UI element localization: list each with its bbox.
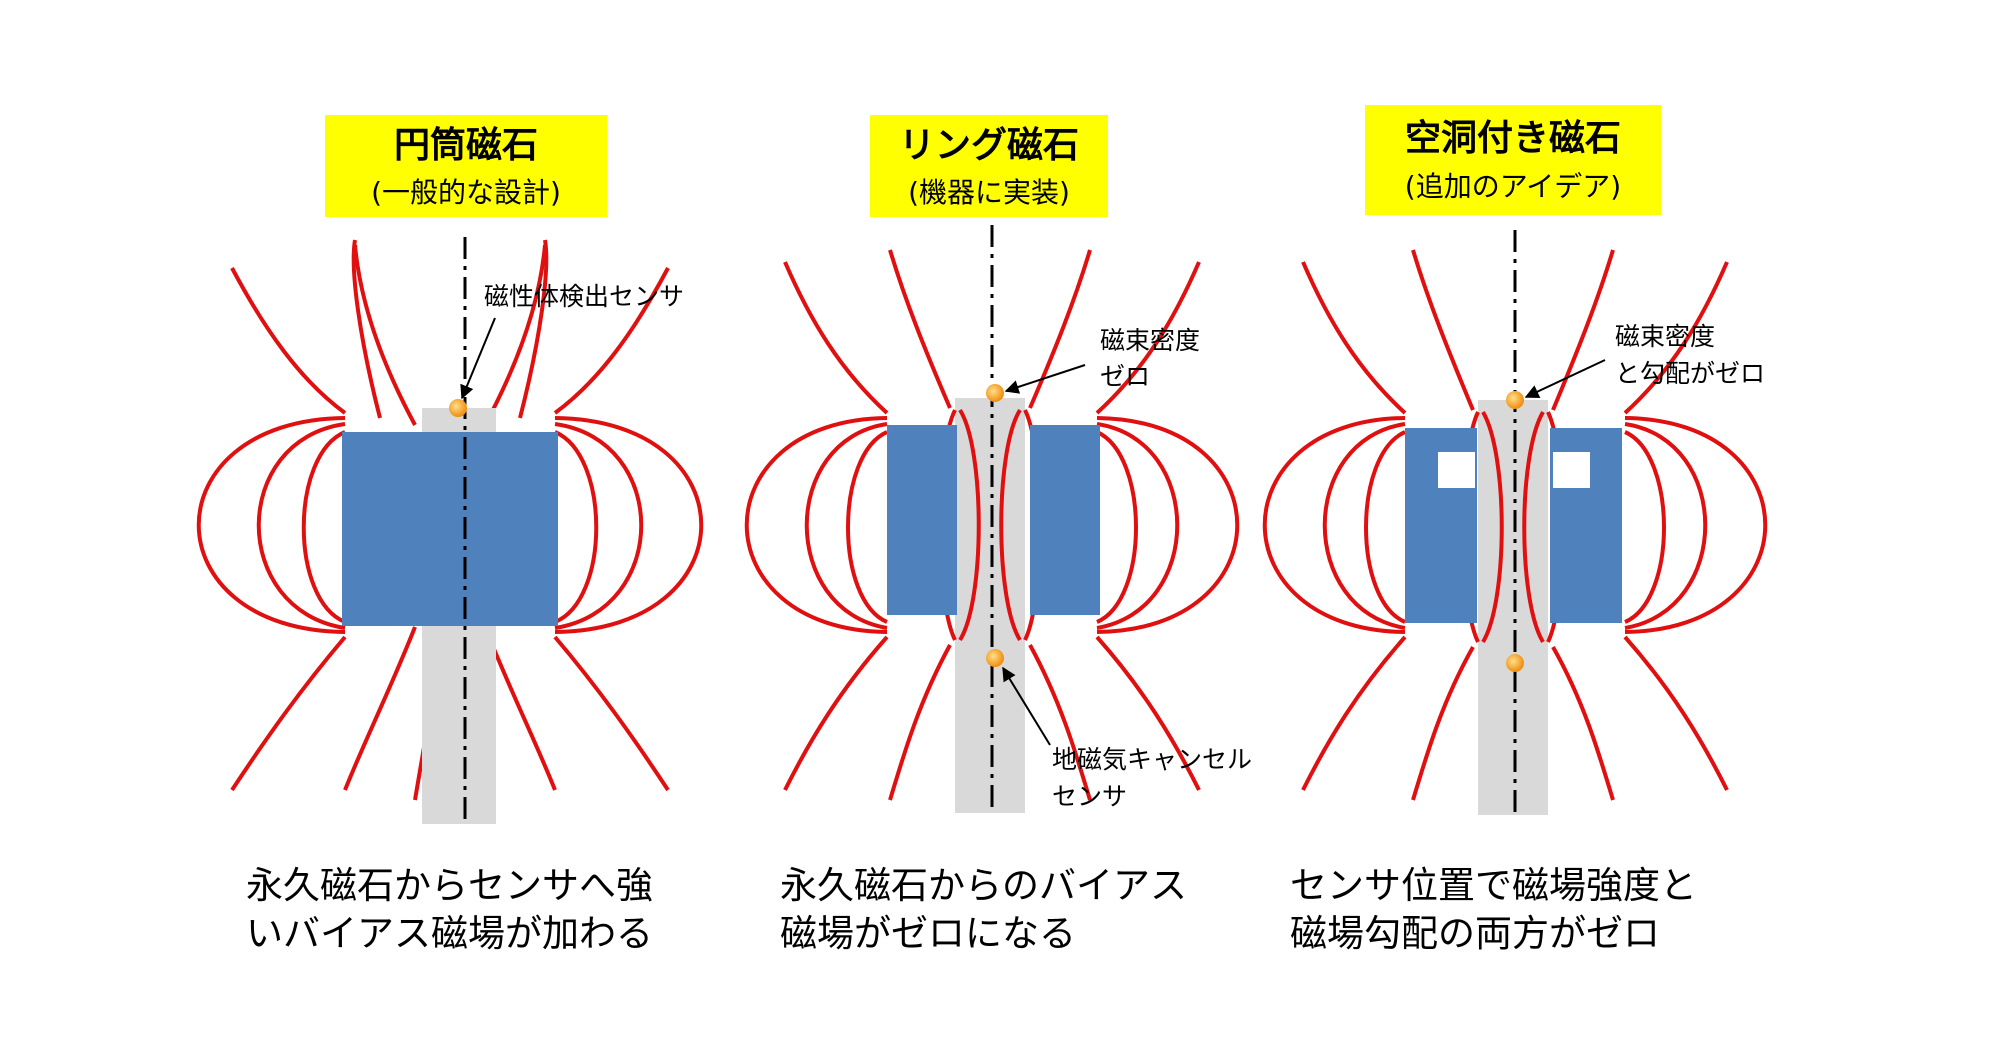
panel-subtitle: (一般的な設計) xyxy=(371,176,561,209)
ring-magnet-right xyxy=(1030,425,1100,615)
sensor-dot-bottom xyxy=(986,649,1004,667)
field-lines xyxy=(744,249,1240,801)
title-box xyxy=(870,115,1108,217)
panel-title: 空洞付き磁石 xyxy=(1405,118,1621,159)
cavity-right xyxy=(1553,452,1590,488)
annotation-arrow-bottom xyxy=(1002,666,1051,746)
field-lines xyxy=(196,239,704,801)
annotation-flux-gradient-1: 磁束密度 xyxy=(1615,322,1715,351)
ring-magnet-left xyxy=(887,425,957,615)
sensor-dot-bottom xyxy=(1506,654,1524,672)
sensor-rod xyxy=(1478,400,1548,815)
panel-subtitle: (機器に実装) xyxy=(908,176,1070,209)
panel-subtitle: (追加のアイデア) xyxy=(1405,170,1621,203)
panel-title: 円筒磁石 xyxy=(394,125,538,166)
caption-line-2: 磁場勾配の両方がゼロ xyxy=(1290,912,1660,955)
caption-line-2: 磁場がゼロになる xyxy=(780,912,1076,955)
title-box xyxy=(1365,105,1661,215)
panel-title: リング磁石 xyxy=(899,125,1079,166)
caption-line-1: センサ位置で磁場強度と xyxy=(1290,864,1697,907)
panel-ring-magnet: リング磁石 (機器に実装) xyxy=(744,115,1252,955)
caption-line-1: 永久磁石からのバイアス xyxy=(780,864,1187,907)
annotation-geomag-1: 地磁気キャンセル xyxy=(1052,745,1252,774)
annotation-flux-zero-1: 磁束密度 xyxy=(1100,326,1200,355)
panel-cavity-magnet: 空洞付き磁石 (追加のアイデア) xyxy=(1262,105,1768,955)
annotation-arrow-top xyxy=(1004,364,1086,394)
title-box xyxy=(325,115,607,217)
sensor-dot-top xyxy=(986,384,1004,402)
annotation-arrow xyxy=(460,317,496,400)
cylinder-magnet xyxy=(342,432,558,626)
sensor-dot xyxy=(449,399,467,417)
caption-line-2: いバイアス磁場が加わる xyxy=(246,912,653,955)
annotation-flux-zero-2: ゼロ xyxy=(1100,362,1150,391)
cavity-left xyxy=(1438,452,1475,488)
panel-cylinder-magnet: 円筒磁石 (一般的な設計) xyxy=(196,115,704,955)
annotation-arrow xyxy=(1524,359,1606,398)
caption-line-1: 永久磁石からセンサへ強 xyxy=(246,864,653,907)
sensor-dot-top xyxy=(1506,391,1524,409)
sensor-rod xyxy=(955,398,1025,813)
annotation-flux-gradient-2: と勾配がゼロ xyxy=(1615,359,1765,388)
annotation-sensor: 磁性体検出センサ xyxy=(484,282,684,311)
annotation-geomag-2: センサ xyxy=(1052,782,1127,811)
